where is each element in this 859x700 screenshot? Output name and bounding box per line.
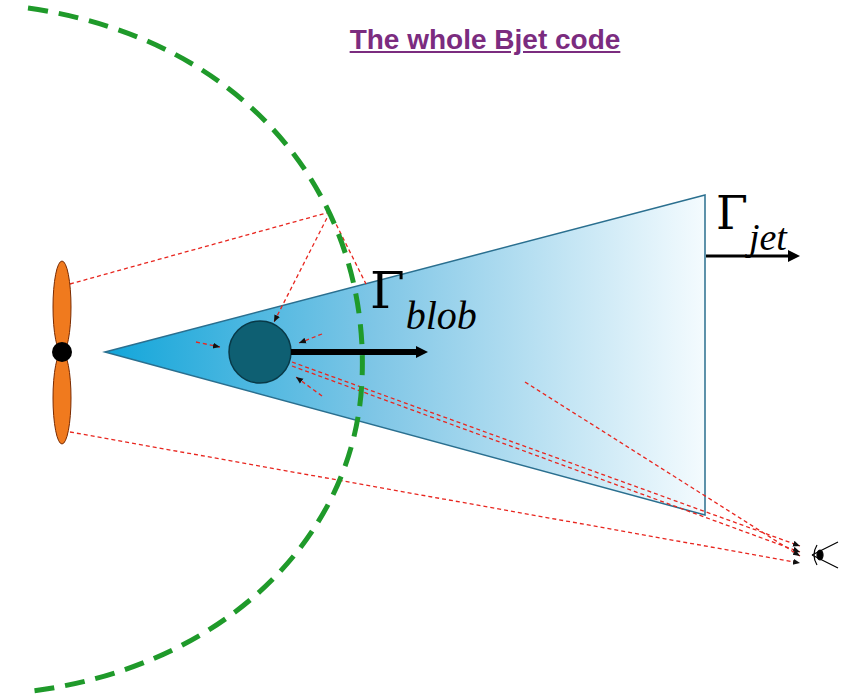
black-hole <box>52 342 72 362</box>
gamma-subscript: blob <box>406 296 477 336</box>
blob-circle <box>229 321 291 383</box>
gamma-symbol: Γ <box>716 190 748 236</box>
gamma-subscript: jet <box>749 218 787 256</box>
observer-eye <box>812 542 838 568</box>
gamma-symbol: Γ <box>370 266 405 316</box>
photon-paths <box>70 212 800 563</box>
jet-cone <box>105 195 705 515</box>
disk-lobe <box>53 261 71 353</box>
blob-arrow <box>291 349 418 355</box>
diagram-title: The whole Bjet code <box>350 26 621 54</box>
disk-lobe <box>53 352 71 444</box>
